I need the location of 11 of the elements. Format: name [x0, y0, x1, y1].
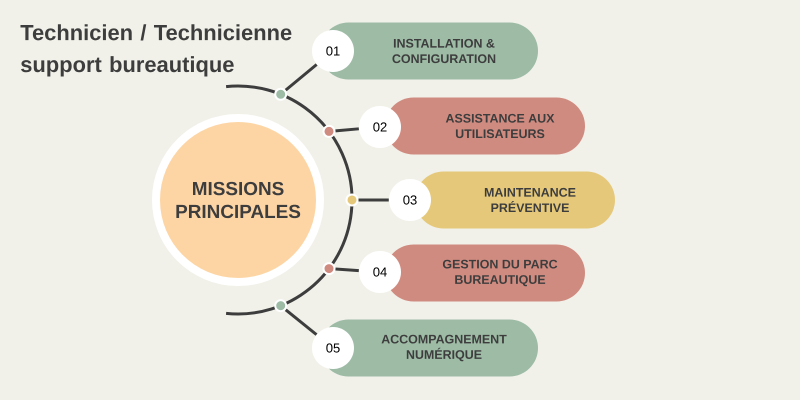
connector-dot — [346, 194, 358, 206]
title: Technicien / Technicienne support bureautique — [20, 24, 292, 76]
connector-line — [335, 127, 359, 132]
connector-dot — [322, 124, 336, 138]
connector-line — [284, 308, 318, 336]
connector-line — [358, 198, 389, 202]
connector-dot — [322, 262, 336, 276]
connector-line — [284, 63, 318, 92]
connector-dot — [274, 299, 288, 312]
connector-dot — [274, 88, 288, 101]
connector-line — [335, 268, 359, 272]
